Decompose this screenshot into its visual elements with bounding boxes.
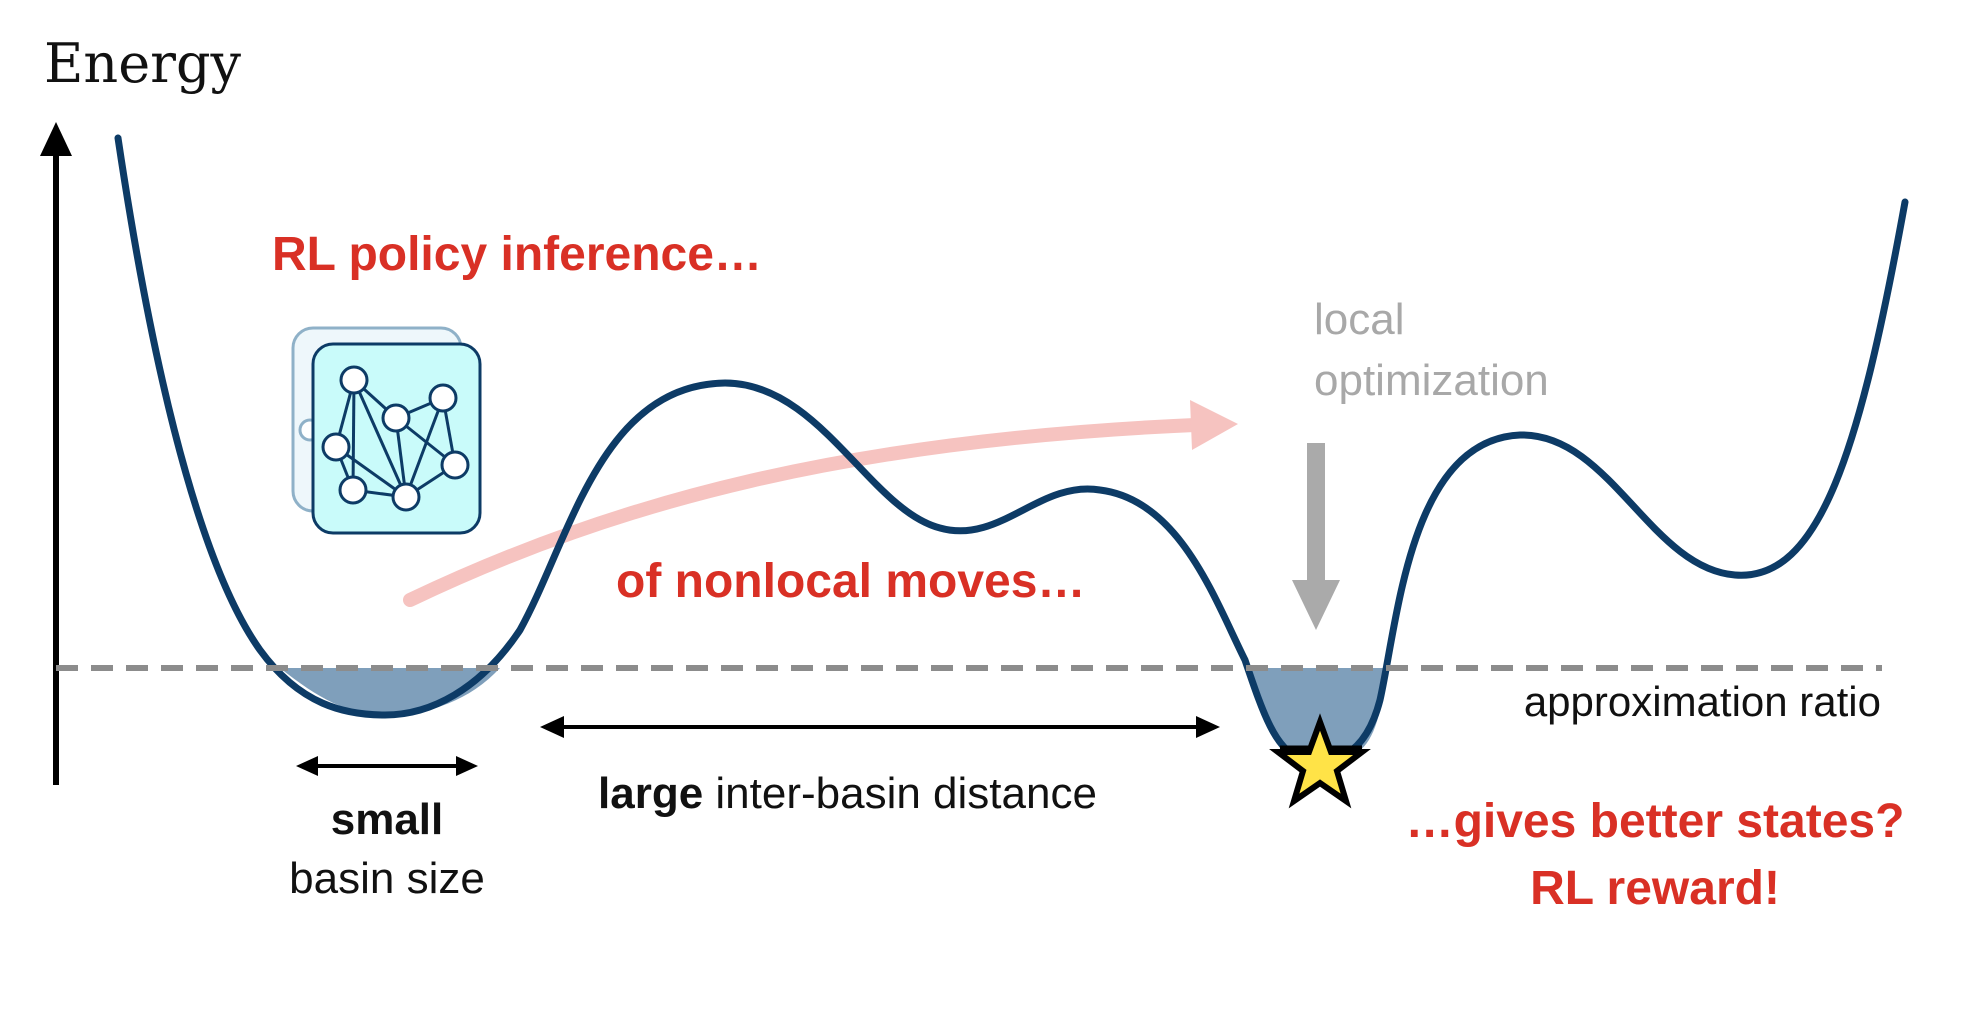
policy-inference-label: RL policy inference…: [272, 228, 762, 281]
graph-network-icon: [291, 326, 482, 535]
left-basin-fill: [280, 668, 500, 715]
axis-label: Energy: [44, 32, 242, 95]
energy-curve: [114, 134, 1909, 765]
basin-size-label: basin size: [289, 854, 485, 903]
large-label: large: [598, 769, 703, 818]
star-icon: [1269, 713, 1371, 809]
local-optimization-label-line1: local: [1314, 295, 1405, 344]
energy-axis: [40, 122, 72, 785]
better-states-label: …gives better states?: [1406, 795, 1905, 848]
small-label: small: [331, 795, 444, 844]
rl-reward-label: RL reward!: [1530, 862, 1780, 915]
nonlocal-moves-label: of nonlocal moves…: [616, 555, 1085, 608]
inter-basin-distance-arrow: [540, 716, 1220, 738]
approximation-ratio-label: approximation ratio: [1524, 678, 1881, 725]
inter-basin-distance-caption: large inter-basin distance: [598, 769, 1097, 818]
nonlocal-move-arrow: [403, 400, 1238, 607]
inter-basin-distance-label: inter-basin distance: [703, 769, 1097, 818]
local-optimization-label-line2: optimization: [1314, 356, 1549, 405]
local-optimization-arrow: [1292, 443, 1340, 630]
right-basin-fill: [1250, 668, 1387, 752]
basin-size-arrow: [296, 756, 478, 776]
